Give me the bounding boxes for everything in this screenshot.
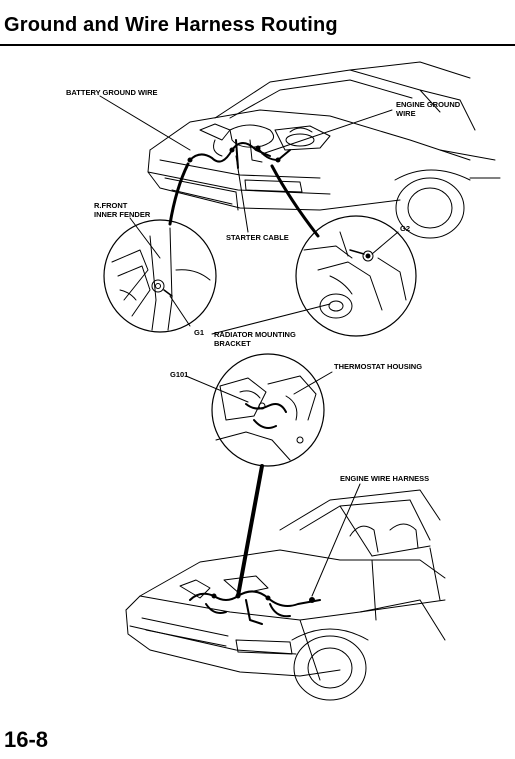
label-radiator-line1: RADIATOR MOUNTING — [214, 330, 296, 339]
leader-radiator — [211, 303, 331, 335]
label-g2: G2 — [400, 224, 411, 233]
lower-car-illustration — [125, 489, 446, 701]
label-r-front-line1: R.FRONT — [94, 201, 128, 210]
label-r-front-line2: INNER FENDER — [94, 210, 151, 219]
label-battery-ground-wire: BATTERY GROUND WIRE — [66, 88, 158, 97]
leader-r-front — [129, 217, 161, 259]
upper-car-illustration — [147, 61, 501, 239]
leader-engine-ground — [261, 109, 393, 155]
label-g101: G101 — [170, 370, 189, 379]
leader-g101 — [185, 375, 249, 403]
g2-connector-stroke — [270, 164, 320, 238]
g101-connector-stroke — [236, 464, 264, 598]
leader-g2 — [371, 231, 399, 255]
leader-engine-harness — [311, 483, 361, 597]
page-title: Ground and Wire Harness Routing — [4, 14, 338, 36]
label-engine-ground-wire-line1: ENGINE GROUND — [396, 100, 461, 109]
leader-battery-ground — [99, 95, 191, 151]
g2-callout-circle — [295, 215, 417, 337]
label-starter-cable: STARTER CABLE — [226, 233, 289, 242]
page-number: 16-8 — [4, 727, 49, 752]
leader-thermostat — [293, 371, 333, 395]
g101-callout-circle — [211, 353, 325, 467]
label-engine-ground-wire-line2: WIRE — [396, 109, 416, 118]
leader-g1 — [169, 295, 191, 327]
g1-callout-circle — [103, 219, 217, 333]
g1-connector-stroke — [168, 162, 190, 226]
label-engine-wire-harness: ENGINE WIRE HARNESS — [340, 474, 430, 483]
title-divider — [0, 44, 515, 46]
label-g1: G1 — [194, 328, 205, 337]
label-radiator-line2: BRACKET — [214, 339, 251, 348]
leader-starter-cable — [235, 155, 249, 233]
label-thermostat-housing: THERMOSTAT HOUSING — [334, 362, 423, 371]
